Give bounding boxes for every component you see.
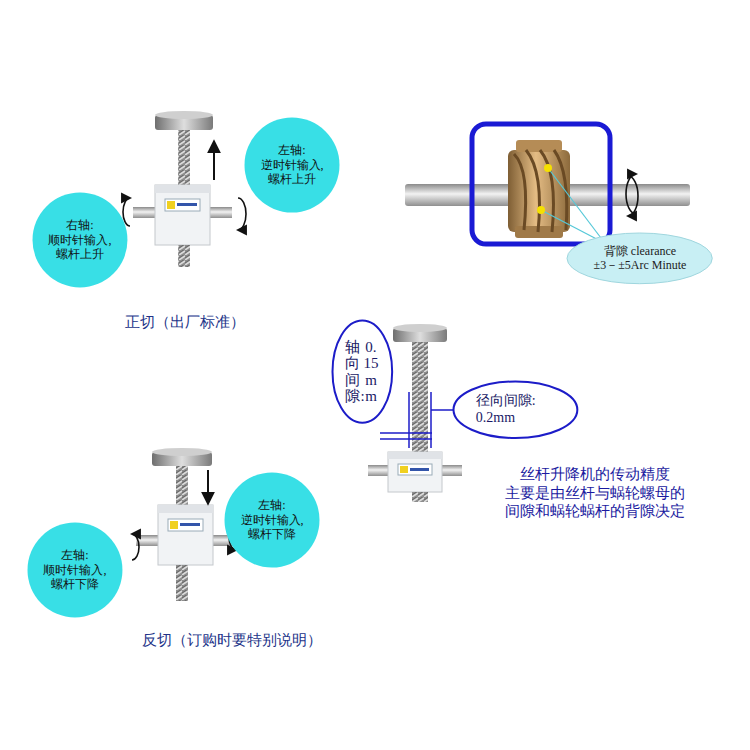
lead-screw [412, 492, 428, 502]
caption-text: 反切（订购时要特别说明） [142, 631, 322, 650]
vertical-text: 0.15mm [363, 339, 378, 405]
motion-arrow [213, 142, 215, 180]
name-plate-mark [410, 468, 429, 471]
caption-text: 正切（出厂标准） [125, 313, 245, 332]
gearbox-body [388, 452, 442, 492]
dimension-line [380, 438, 432, 440]
text-group: 轴向间隙:0.15mm [345, 339, 378, 405]
ellipse-outline [331, 319, 394, 424]
input-shaft [210, 207, 232, 218]
motion-arrow [207, 470, 209, 503]
gearbox-body [155, 185, 210, 245]
dimension-line [380, 432, 432, 434]
info-circle: 左轴: 逆时针输入, 螺杆下降 [224, 472, 320, 568]
gearbox-top [158, 505, 213, 513]
highlight-frame [472, 124, 610, 244]
callout-ellipse: 背隙 clearance±3－±5Arc Minute [566, 232, 713, 285]
info-circle: 右轴: 顺时针输入, 螺杆上升 [32, 192, 128, 288]
text-group: 左轴: 顺时针输入, 螺杆下降 [39, 548, 111, 591]
lead-screw [176, 465, 188, 505]
rotation-arrow [132, 534, 139, 560]
node-text: 左轴: 顺时针输入, 螺杆下降 [39, 548, 111, 591]
node-text: 径向间隙: 0.2mm [476, 393, 554, 427]
rotation-arrow [123, 198, 130, 226]
node-text: 右轴: 顺时针输入, 螺杆上升 [44, 218, 116, 261]
name-plate-mark [167, 201, 175, 209]
info-circle: 左轴: 顺时针输入, 螺杆下降 [27, 522, 123, 618]
gearbox-body [158, 505, 213, 565]
lead-screw [176, 565, 188, 601]
gear-tooth [540, 150, 554, 232]
note-text: 丝杆升降机的传动精度 主要是由丝杆与蜗轮螺母的 间隙和蜗轮蜗杆的背隙决定 [502, 465, 688, 521]
ellipse-shape [332, 321, 392, 423]
rotation-arrow [238, 198, 246, 230]
text-group: 左轴: 逆时针输入, 螺杆下降 [236, 498, 308, 541]
node-text: 背隙 clearance [594, 244, 687, 258]
input-shaft [442, 465, 462, 476]
rotation-arrow [626, 174, 636, 214]
circle-shape [225, 473, 320, 568]
text-group: 背隙 clearance±3－±5Arc Minute [594, 244, 687, 273]
gearbox-top [388, 452, 442, 459]
top-plate-face [155, 111, 213, 119]
name-plate-mark [400, 466, 408, 473]
circle-shape [28, 523, 123, 618]
lead-screw [178, 129, 190, 185]
top-plate-face [393, 324, 447, 332]
dimension-ellipse: 径向间隙: 0.2mm [452, 380, 579, 440]
name-plate [168, 519, 203, 531]
gearbox-top [155, 185, 210, 193]
gear-tooth [526, 150, 540, 232]
input-shaft [368, 465, 388, 476]
backlash-point [544, 164, 552, 172]
dimension-ellipse: 轴向间隙:0.15mm [331, 319, 394, 424]
ellipse-shape [453, 382, 577, 439]
text-group: 左轴: 逆时针输入, 螺杆上升 [256, 143, 328, 186]
circle-shape [245, 118, 340, 213]
caption-text: 正切（出厂标准） [125, 313, 245, 332]
info-circle: 左轴: 逆时针输入, 螺杆上升 [244, 117, 340, 213]
gear-tooth [514, 154, 526, 230]
text-group: 径向间隙: 0.2mm [476, 393, 554, 427]
node-text: 左轴: 逆时针输入, 螺杆下降 [236, 498, 308, 541]
ellipse-shape [567, 233, 712, 284]
name-plate-mark [177, 203, 197, 206]
screw-jack [136, 448, 233, 601]
node-text: ±3－±5Arc Minute [594, 258, 687, 272]
name-plate [165, 199, 200, 211]
text-group: 右轴: 顺时针输入, 螺杆上升 [44, 218, 116, 261]
input-shaft [133, 207, 155, 218]
screw-jack [133, 111, 232, 267]
leader-line [548, 168, 604, 242]
caption-text: 反切（订购时要特别说明） [142, 631, 322, 650]
name-plate-mark [180, 523, 200, 526]
top-plate-face [152, 448, 212, 456]
name-plate-mark [170, 521, 178, 529]
backlash-point [537, 206, 545, 214]
vertical-text: 轴向间隙: [345, 339, 360, 405]
circle-shape [33, 193, 128, 288]
lead-screw [412, 342, 428, 452]
lead-screw [178, 245, 190, 267]
node-text: 左轴: 逆时针输入, 螺杆上升 [256, 143, 328, 186]
note-text: 丝杆升降机的传动精度 主要是由丝杆与蜗轮螺母的 间隙和蜗轮蜗杆的背隙决定 [502, 465, 688, 521]
name-plate [398, 464, 432, 475]
